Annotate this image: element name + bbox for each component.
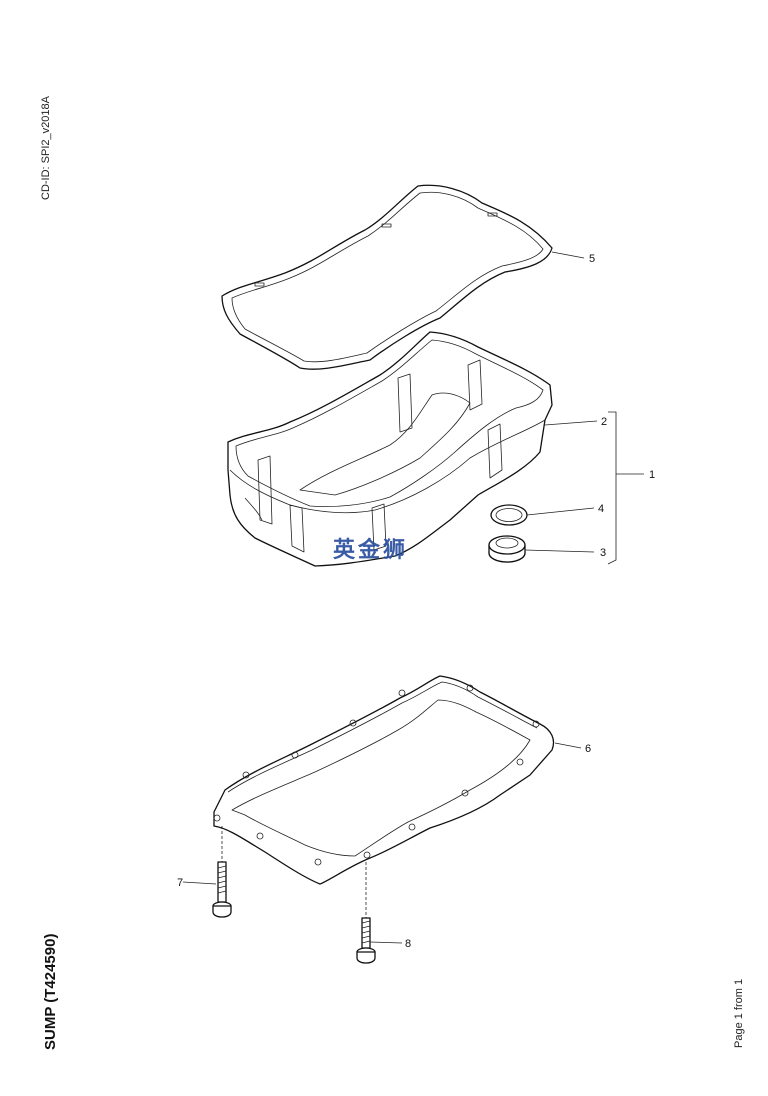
sealing-ring [490, 504, 528, 526]
callout-7: 7 [177, 877, 183, 889]
watermark-text: 英金狮 [333, 538, 409, 563]
baffle-plate [213, 675, 555, 885]
callout-4: 4 [598, 503, 604, 515]
callout-8: 8 [405, 938, 411, 950]
drain-plug [488, 535, 526, 563]
callout-1: 1 [649, 469, 655, 481]
callout-5: 5 [589, 253, 595, 265]
oil-pan [227, 331, 553, 567]
leader-lines [182, 251, 644, 944]
callout-2: 2 [601, 416, 607, 428]
bolt-7 [212, 826, 232, 918]
callout-3: 3 [600, 547, 606, 559]
bolt-8 [356, 862, 376, 964]
gasket-upper [221, 184, 553, 370]
callout-6: 6 [585, 743, 591, 755]
